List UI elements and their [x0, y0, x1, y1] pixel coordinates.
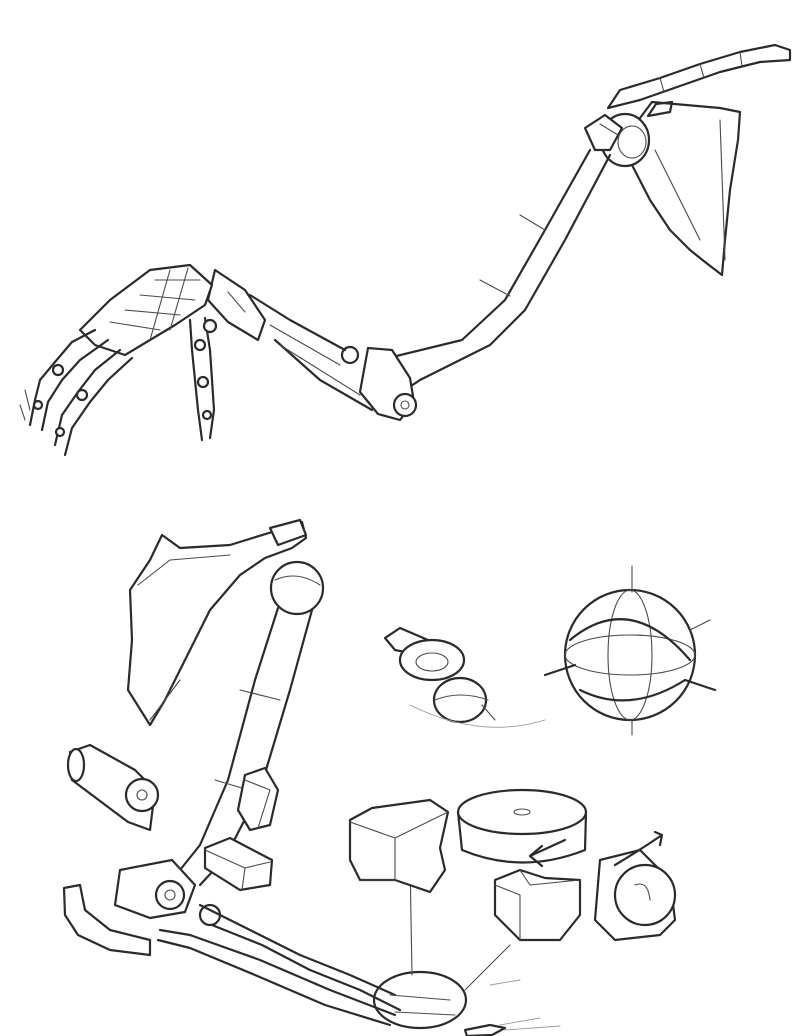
- robotic-hand: [19, 263, 218, 457]
- upper-arm-bone: [378, 148, 612, 392]
- shoulder-joint: [583, 112, 651, 168]
- hook-part: [62, 883, 152, 957]
- clavicle-segments: [606, 43, 792, 110]
- stepped-block-part: [493, 868, 582, 942]
- elbow-joint: [340, 345, 418, 422]
- scapula-part: [126, 518, 308, 727]
- detail-callout-circle: [372, 859, 561, 1036]
- robot-arm-top: [19, 43, 792, 457]
- forearm-rods: [248, 293, 374, 412]
- arm-breakdown-bottom: [62, 518, 561, 1036]
- gyro-sphere: [543, 565, 717, 736]
- small-block-horizontal: [203, 836, 274, 892]
- wrist-block: [206, 268, 267, 342]
- shoulder-ball-part: [269, 560, 325, 616]
- joint-studies-right: [348, 565, 717, 942]
- forearm-rods-part: [156, 903, 402, 1027]
- rotation-disc-part: [456, 788, 588, 868]
- small-block-vertical: [236, 766, 280, 832]
- ball-contour-line: [274, 575, 321, 586]
- ring-connector-part: [383, 626, 546, 728]
- wheel-part: [593, 830, 677, 942]
- scapula-plate: [630, 100, 742, 277]
- cylinder-socket-part: [66, 743, 160, 832]
- wedge-block-part: [348, 798, 450, 894]
